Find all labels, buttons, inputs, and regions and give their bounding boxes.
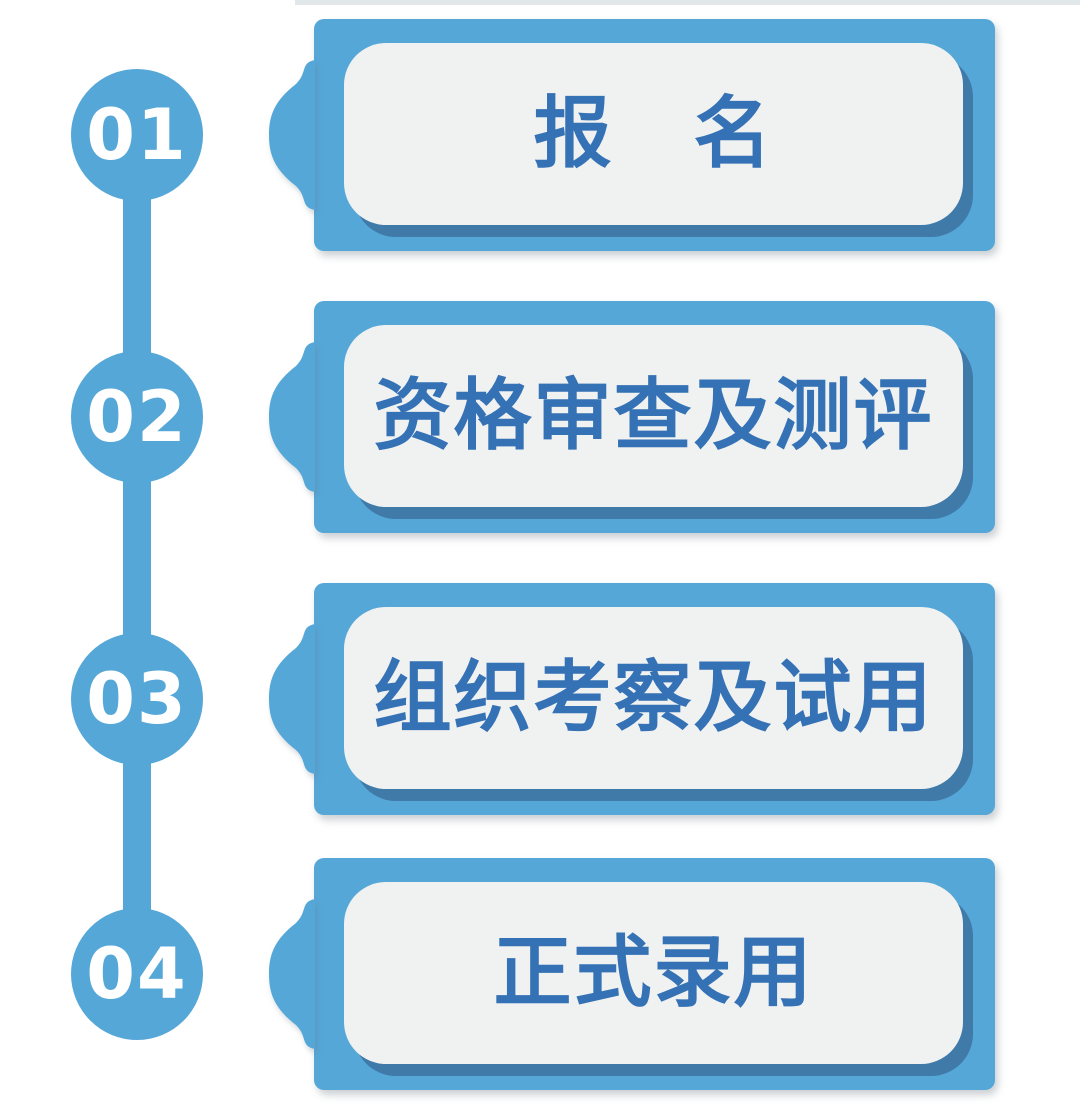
step-card-panel: 正式录用 xyxy=(344,882,963,1064)
step-number: 03 xyxy=(86,658,188,740)
card-left-notch xyxy=(265,60,315,210)
step-card-2: 资格审查及测评 xyxy=(269,301,995,533)
card-left-notch xyxy=(265,624,315,774)
step-card-panel: 组织考察及试用 xyxy=(344,607,963,789)
card-left-notch xyxy=(265,342,315,492)
step-card-panel: 资格审查及测评 xyxy=(344,325,963,507)
step-number: 01 xyxy=(86,94,188,176)
notch-shape xyxy=(269,899,315,1049)
step-card-3: 组织考察及试用 xyxy=(269,583,995,815)
step-label: 正式录用 xyxy=(493,928,814,1018)
step-number-badge-2: 02 xyxy=(71,351,203,483)
step-card-4: 正式录用 xyxy=(269,858,995,1090)
notch-shape xyxy=(269,60,315,210)
step-label: 资格审查及测评 xyxy=(373,371,934,461)
step-number: 04 xyxy=(86,933,188,1015)
step-card-1: 报 名 xyxy=(269,19,995,251)
step-number-badge-3: 03 xyxy=(71,633,203,765)
notch-shape xyxy=(269,624,315,774)
card-left-notch xyxy=(265,899,315,1049)
notch-shape xyxy=(269,342,315,492)
timeline-connector-line xyxy=(123,135,151,974)
top-edge-artifact xyxy=(295,0,1080,5)
step-number-badge-4: 04 xyxy=(71,908,203,1040)
step-number: 02 xyxy=(86,376,188,458)
step-number-badge-1: 01 xyxy=(71,69,203,201)
step-label: 报 名 xyxy=(533,89,774,179)
step-label: 组织考察及试用 xyxy=(373,653,934,743)
step-card-panel: 报 名 xyxy=(344,43,963,225)
